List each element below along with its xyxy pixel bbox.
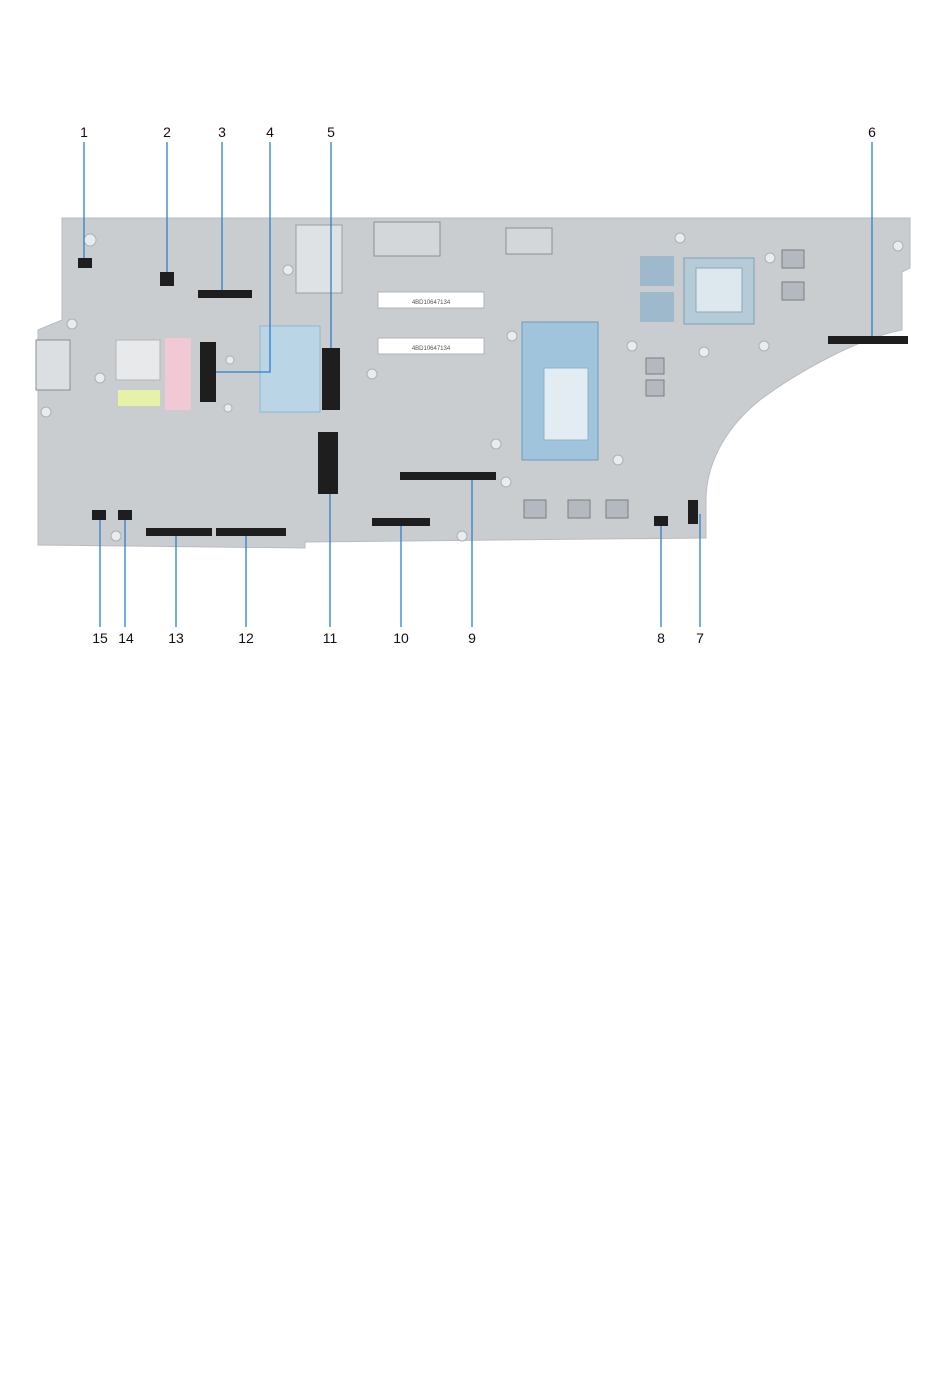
connector-8: [654, 516, 668, 526]
connector-14: [118, 510, 132, 520]
connector-10: [372, 518, 430, 526]
connector-4-m2-slot: [200, 342, 216, 402]
connector-12: [216, 528, 286, 536]
motherboard-diagram: 4BD10647134 4BD10647134: [0, 0, 950, 660]
callout-7: 7: [696, 630, 704, 646]
callout-10: 10: [393, 630, 409, 646]
callout-15: 15: [92, 630, 108, 646]
connector-1: [78, 258, 92, 268]
callout-14: 14: [118, 630, 134, 646]
vram-1: [640, 256, 674, 286]
callout-12: 12: [238, 630, 254, 646]
vram-2: [640, 292, 674, 322]
connector-11-m2-slot: [318, 432, 338, 494]
callout-3: 3: [218, 124, 226, 140]
hdmi-port: [374, 222, 440, 256]
callout-4: 4: [266, 124, 274, 140]
pink-pad: [165, 338, 191, 410]
callout-2: 2: [163, 124, 171, 140]
callout-5: 5: [327, 124, 335, 140]
connector-3: [198, 290, 252, 298]
connector-9: [400, 472, 496, 480]
connector-15: [92, 510, 106, 520]
board-label-1-text: 4BD10647134: [412, 300, 451, 306]
heat-pad: [260, 326, 320, 412]
callout-6: 6: [868, 124, 876, 140]
callout-13: 13: [168, 630, 184, 646]
gpu-die: [696, 268, 742, 312]
sim-card-slot: [36, 340, 70, 390]
connector-13: [146, 528, 212, 536]
callout-11: 11: [323, 630, 338, 646]
callout-8: 8: [657, 630, 665, 646]
callout-9: 9: [468, 630, 476, 646]
usb-c-port: [506, 228, 552, 254]
callout-1: 1: [80, 124, 88, 140]
board-label-2-text: 4BD10647134: [412, 346, 451, 352]
connector-5-m2-slot: [322, 348, 340, 410]
cpu-die: [544, 368, 588, 440]
sticker: [118, 390, 160, 406]
connector-2: [160, 272, 174, 286]
connector-6: [828, 336, 908, 344]
rj45-port: [296, 225, 342, 293]
shield-pad: [116, 340, 160, 380]
connector-7: [688, 500, 698, 524]
